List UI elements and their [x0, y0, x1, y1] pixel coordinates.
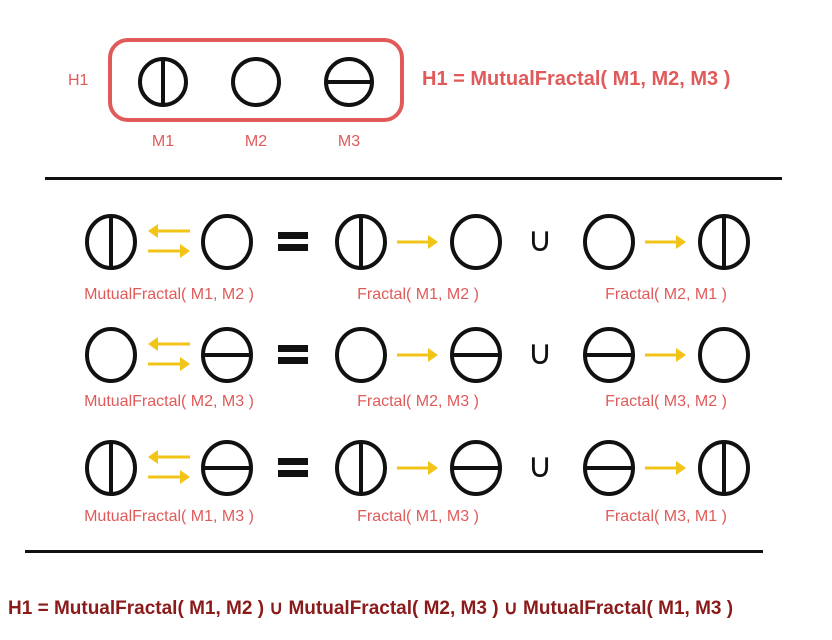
mutual-arrow-left-icon — [148, 224, 190, 238]
eq2-symbol-2-circle-horizontal-bar-icon — [201, 327, 253, 383]
fractal-arrow-icon — [397, 461, 438, 475]
mutual-arrow-right-icon — [148, 357, 190, 371]
member-label-m1: M1 — [151, 133, 175, 150]
eq2-symbol-5-circle-horizontal-bar-icon — [583, 327, 635, 383]
mutual-arrow-left-icon — [148, 450, 190, 464]
eq1-symbol-1-circle-vertical-bar-icon — [85, 214, 137, 270]
eq2-symbol-4-circle-horizontal-bar-icon — [450, 327, 502, 383]
eq2-symbol-3-circle-empty-icon — [335, 327, 387, 383]
fractal-arrow-icon — [397, 348, 438, 362]
group-label-h1: H1 — [68, 72, 89, 89]
mutual-arrow-right-icon — [148, 470, 190, 484]
divider-bottom — [25, 550, 763, 553]
mutual-fractal-label: MutualFractal( M1, M2 ) — [84, 286, 254, 303]
fractal-term2-label: Fractal( M3, M1 ) — [605, 508, 727, 525]
fractal-term2-label: Fractal( M3, M2 ) — [605, 393, 727, 410]
equals-icon — [278, 345, 308, 364]
eq3-symbol-4-circle-horizontal-bar-icon — [450, 440, 502, 496]
eq3-symbol-2-circle-horizontal-bar-icon — [201, 440, 253, 496]
mutual-fractal-label: MutualFractal( M2, M3 ) — [84, 393, 254, 410]
m2-circle-empty-icon — [231, 57, 281, 107]
union-operator: ∪ — [527, 333, 553, 373]
divider-top — [45, 177, 782, 180]
eq1-symbol-2-circle-empty-icon — [201, 214, 253, 270]
equals-icon — [278, 458, 308, 477]
fractal-arrow-icon — [397, 235, 438, 249]
eq1-symbol-3-circle-vertical-bar-icon — [335, 214, 387, 270]
member-label-m2: M2 — [244, 133, 268, 150]
fractal-arrow-icon — [645, 348, 686, 362]
fractal-term1-label: Fractal( M2, M3 ) — [357, 393, 479, 410]
fractal-term1-label: Fractal( M1, M2 ) — [357, 286, 479, 303]
eq1-symbol-4-circle-empty-icon — [450, 214, 502, 270]
h1-union-formula: H1 = MutualFractal( M1, M2 ) ∪ MutualFra… — [8, 598, 734, 619]
fractal-term2-label: Fractal( M2, M1 ) — [605, 286, 727, 303]
member-label-m3: M3 — [337, 133, 361, 150]
fractal-arrow-icon — [645, 235, 686, 249]
eq3-symbol-3-circle-vertical-bar-icon — [335, 440, 387, 496]
eq3-symbol-1-circle-vertical-bar-icon — [85, 440, 137, 496]
h1-definition: H1 = MutualFractal( M1, M2, M3 ) — [422, 68, 731, 90]
eq3-symbol-6-circle-vertical-bar-icon — [698, 440, 750, 496]
eq1-symbol-6-circle-vertical-bar-icon — [698, 214, 750, 270]
fractal-term1-label: Fractal( M1, M3 ) — [357, 508, 479, 525]
mutual-fractal-label: MutualFractal( M1, M3 ) — [84, 508, 254, 525]
equals-icon — [278, 232, 308, 251]
mutual-arrow-left-icon — [148, 337, 190, 351]
eq2-symbol-6-circle-empty-icon — [698, 327, 750, 383]
union-operator: ∪ — [527, 220, 553, 260]
eq3-symbol-5-circle-horizontal-bar-icon — [583, 440, 635, 496]
m3-circle-horizontal-bar-icon — [324, 57, 374, 107]
union-operator: ∪ — [527, 446, 553, 486]
eq2-symbol-1-circle-empty-icon — [85, 327, 137, 383]
mutual-arrow-right-icon — [148, 244, 190, 258]
eq1-symbol-5-circle-empty-icon — [583, 214, 635, 270]
fractal-arrow-icon — [645, 461, 686, 475]
m1-circle-vertical-bar-icon — [138, 57, 188, 107]
group-box — [108, 38, 404, 122]
